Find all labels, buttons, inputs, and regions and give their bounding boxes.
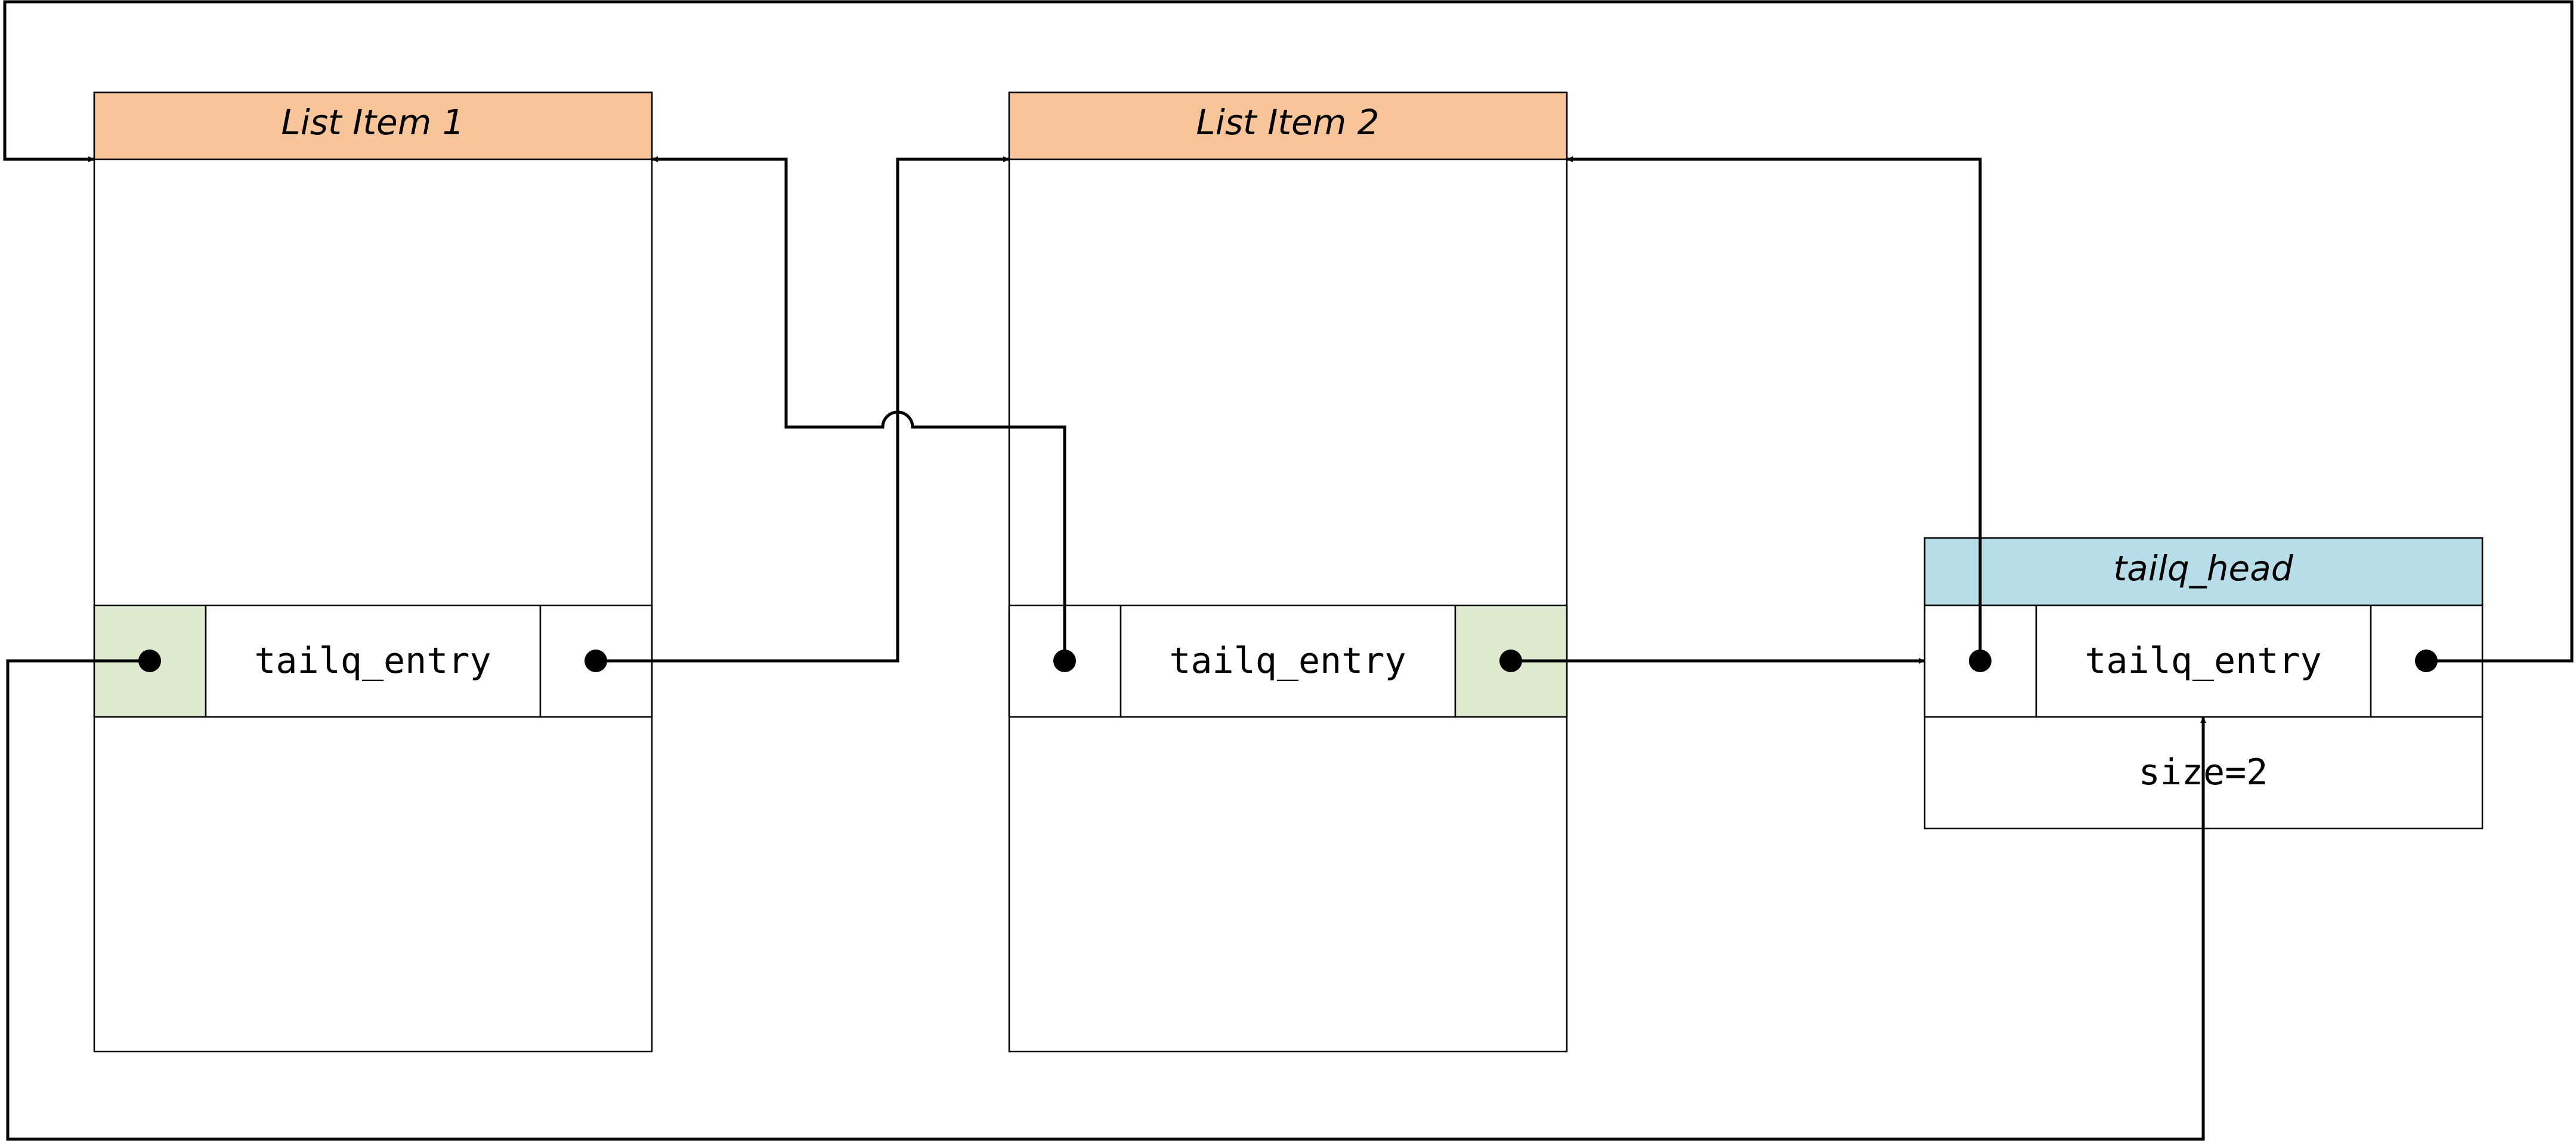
head-last-to-item1-arrow — [3, 0, 2574, 663]
head-first-to-item2-arrow — [1567, 156, 1982, 661]
item1-prev-to-head-arrow — [6, 659, 2206, 1141]
list-item-2-title: List Item 2 — [1196, 102, 1379, 143]
tailq-head-title: tailq_head — [2113, 548, 2293, 589]
list-item-1-body — [93, 91, 653, 1053]
item1-next-to-item2-arrow — [596, 156, 1009, 663]
tailq-head-entry-label: tailq_entry — [2085, 640, 2321, 682]
tailq-head-entry: tailq_entry — [1924, 604, 2484, 718]
list-item-2: List Item 2 tailq_entry — [1008, 91, 1568, 1053]
list-item-2-body — [1008, 91, 1568, 1053]
list-item-1: List Item 1 tailq_entry — [93, 91, 653, 1053]
list-item-2-entry-label-cell — [1120, 604, 1456, 718]
list-item-2-entry-label: tailq_entry — [1169, 640, 1406, 682]
tailq-head-header — [1924, 537, 2484, 607]
list-item-1-title: List Item 1 — [281, 102, 464, 143]
tailq-head-entry-label-cell — [2035, 604, 2372, 718]
list-item-1-tailq-entry: tailq_entry — [93, 604, 653, 718]
item2-prev-to-item1-arrow — [652, 156, 1066, 661]
list-item-2-header — [1008, 91, 1568, 160]
list-item-1-entry-label: tailq_entry — [254, 640, 491, 682]
list-item-1-header — [93, 91, 653, 160]
list-item-2-tailq-entry: tailq_entry — [1008, 604, 1568, 718]
list-item-1-entry-label-cell — [205, 604, 542, 718]
